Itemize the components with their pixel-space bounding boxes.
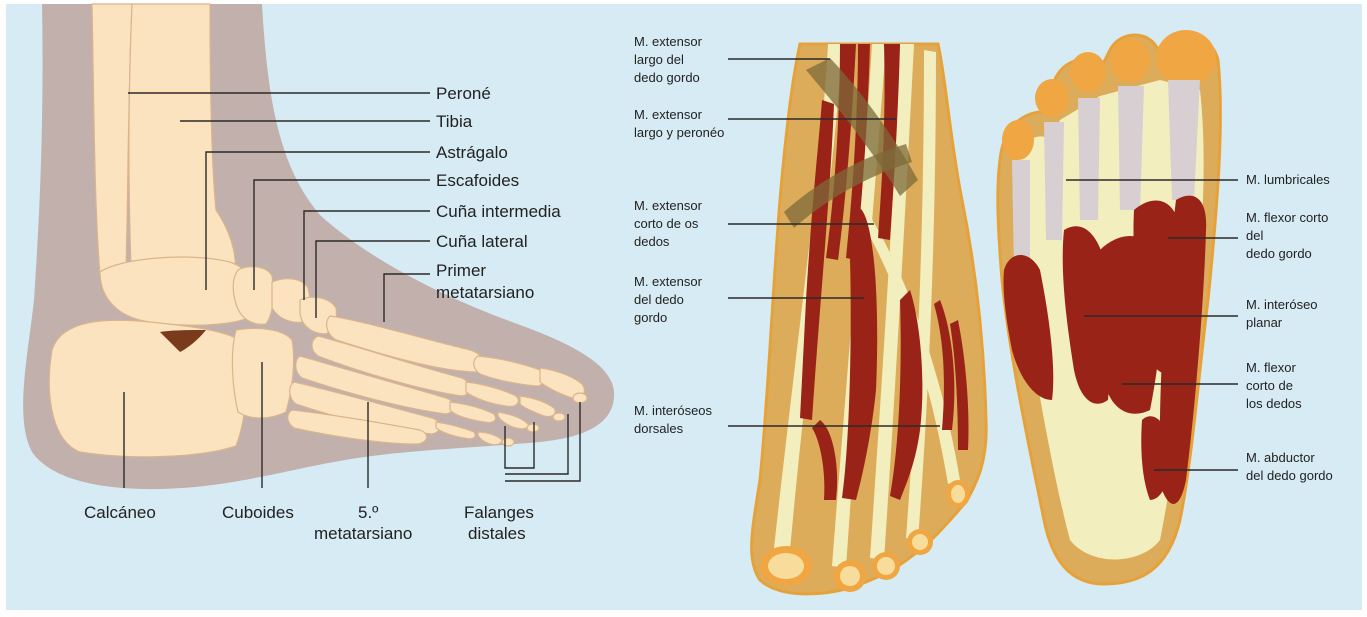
label-abductor-line1: M. abductor (1246, 450, 1315, 465)
label-interoseo-planar-line2: planar (1246, 315, 1283, 330)
label-abductor-line2: del dedo gordo (1246, 468, 1333, 483)
fibula-bone (92, 4, 132, 275)
label-flexor-corto-gordo-line2: del (1246, 228, 1263, 243)
plantar-toe-3 (1070, 52, 1106, 92)
label-falanges-line2: distales (468, 524, 526, 543)
plantar-toe-2 (1110, 38, 1150, 82)
label-primer-metatarsiano-line1: Primer (436, 261, 486, 280)
label-ext-largo-gordo-line1: M. extensor (634, 34, 703, 49)
label-cuboides: Cuboides (222, 503, 294, 522)
label-ext-largo-gordo-line2: largo del (634, 52, 684, 67)
label-flexor-corto-gordo-line1: M. flexor corto (1246, 210, 1328, 225)
label-falanges-line1: Falanges (464, 503, 534, 522)
label-ext-dedo-gordo-line2: del dedo (634, 292, 684, 307)
plantar-toe-1 (1156, 30, 1216, 86)
plantar-toe-4 (1035, 79, 1069, 117)
label-lumbricales: M. lumbricales (1246, 172, 1330, 187)
plantar-toe-5 (1002, 120, 1034, 160)
label-quinto-metatarsiano-line2: metatarsiano (314, 524, 412, 543)
label-ext-largo-peroneo-line1: M. extensor (634, 107, 703, 122)
label-escafoides: Escafoides (436, 171, 519, 190)
label-astragalo: Astrágalo (436, 143, 508, 162)
label-flexor-corto-dedos-line2: corto de (1246, 378, 1293, 393)
label-ext-corto-line3: dedos (634, 234, 670, 249)
label-cuna-intermedia: Cuña intermedia (436, 202, 561, 221)
label-ext-largo-gordo-line3: dedo gordo (634, 70, 700, 85)
label-primer-metatarsiano-line2: metatarsiano (436, 283, 534, 302)
label-interoseo-planar-line1: M. interóseo (1246, 297, 1318, 312)
label-cuna-lateral: Cuña lateral (436, 232, 528, 251)
label-interoseos-dorsales-line1: M. interóseos (634, 403, 713, 418)
label-ext-corto-line2: corto de os (634, 216, 699, 231)
label-calcaneo: Calcáneo (84, 503, 156, 522)
label-ext-dedo-gordo-line3: gordo (634, 310, 667, 325)
label-flexor-corto-dedos-line1: M. flexor (1246, 360, 1297, 375)
calcaneus-bone (49, 320, 245, 457)
label-quinto-metatarsiano-line1: 5.º (358, 503, 378, 522)
label-perone: Peroné (436, 84, 491, 103)
label-tibia: Tibia (436, 112, 473, 131)
label-ext-largo-peroneo-line2: largo y peronéo (634, 125, 724, 140)
label-ext-dedo-gordo-line1: M. extensor (634, 274, 703, 289)
label-flexor-corto-gordo-line3: dedo gordo (1246, 246, 1312, 261)
label-flexor-corto-dedos-line3: los dedos (1246, 396, 1302, 411)
cuboid-bone (232, 328, 293, 418)
label-interoseos-dorsales-line2: dorsales (634, 421, 684, 436)
label-ext-corto-line1: M. extensor (634, 198, 703, 213)
